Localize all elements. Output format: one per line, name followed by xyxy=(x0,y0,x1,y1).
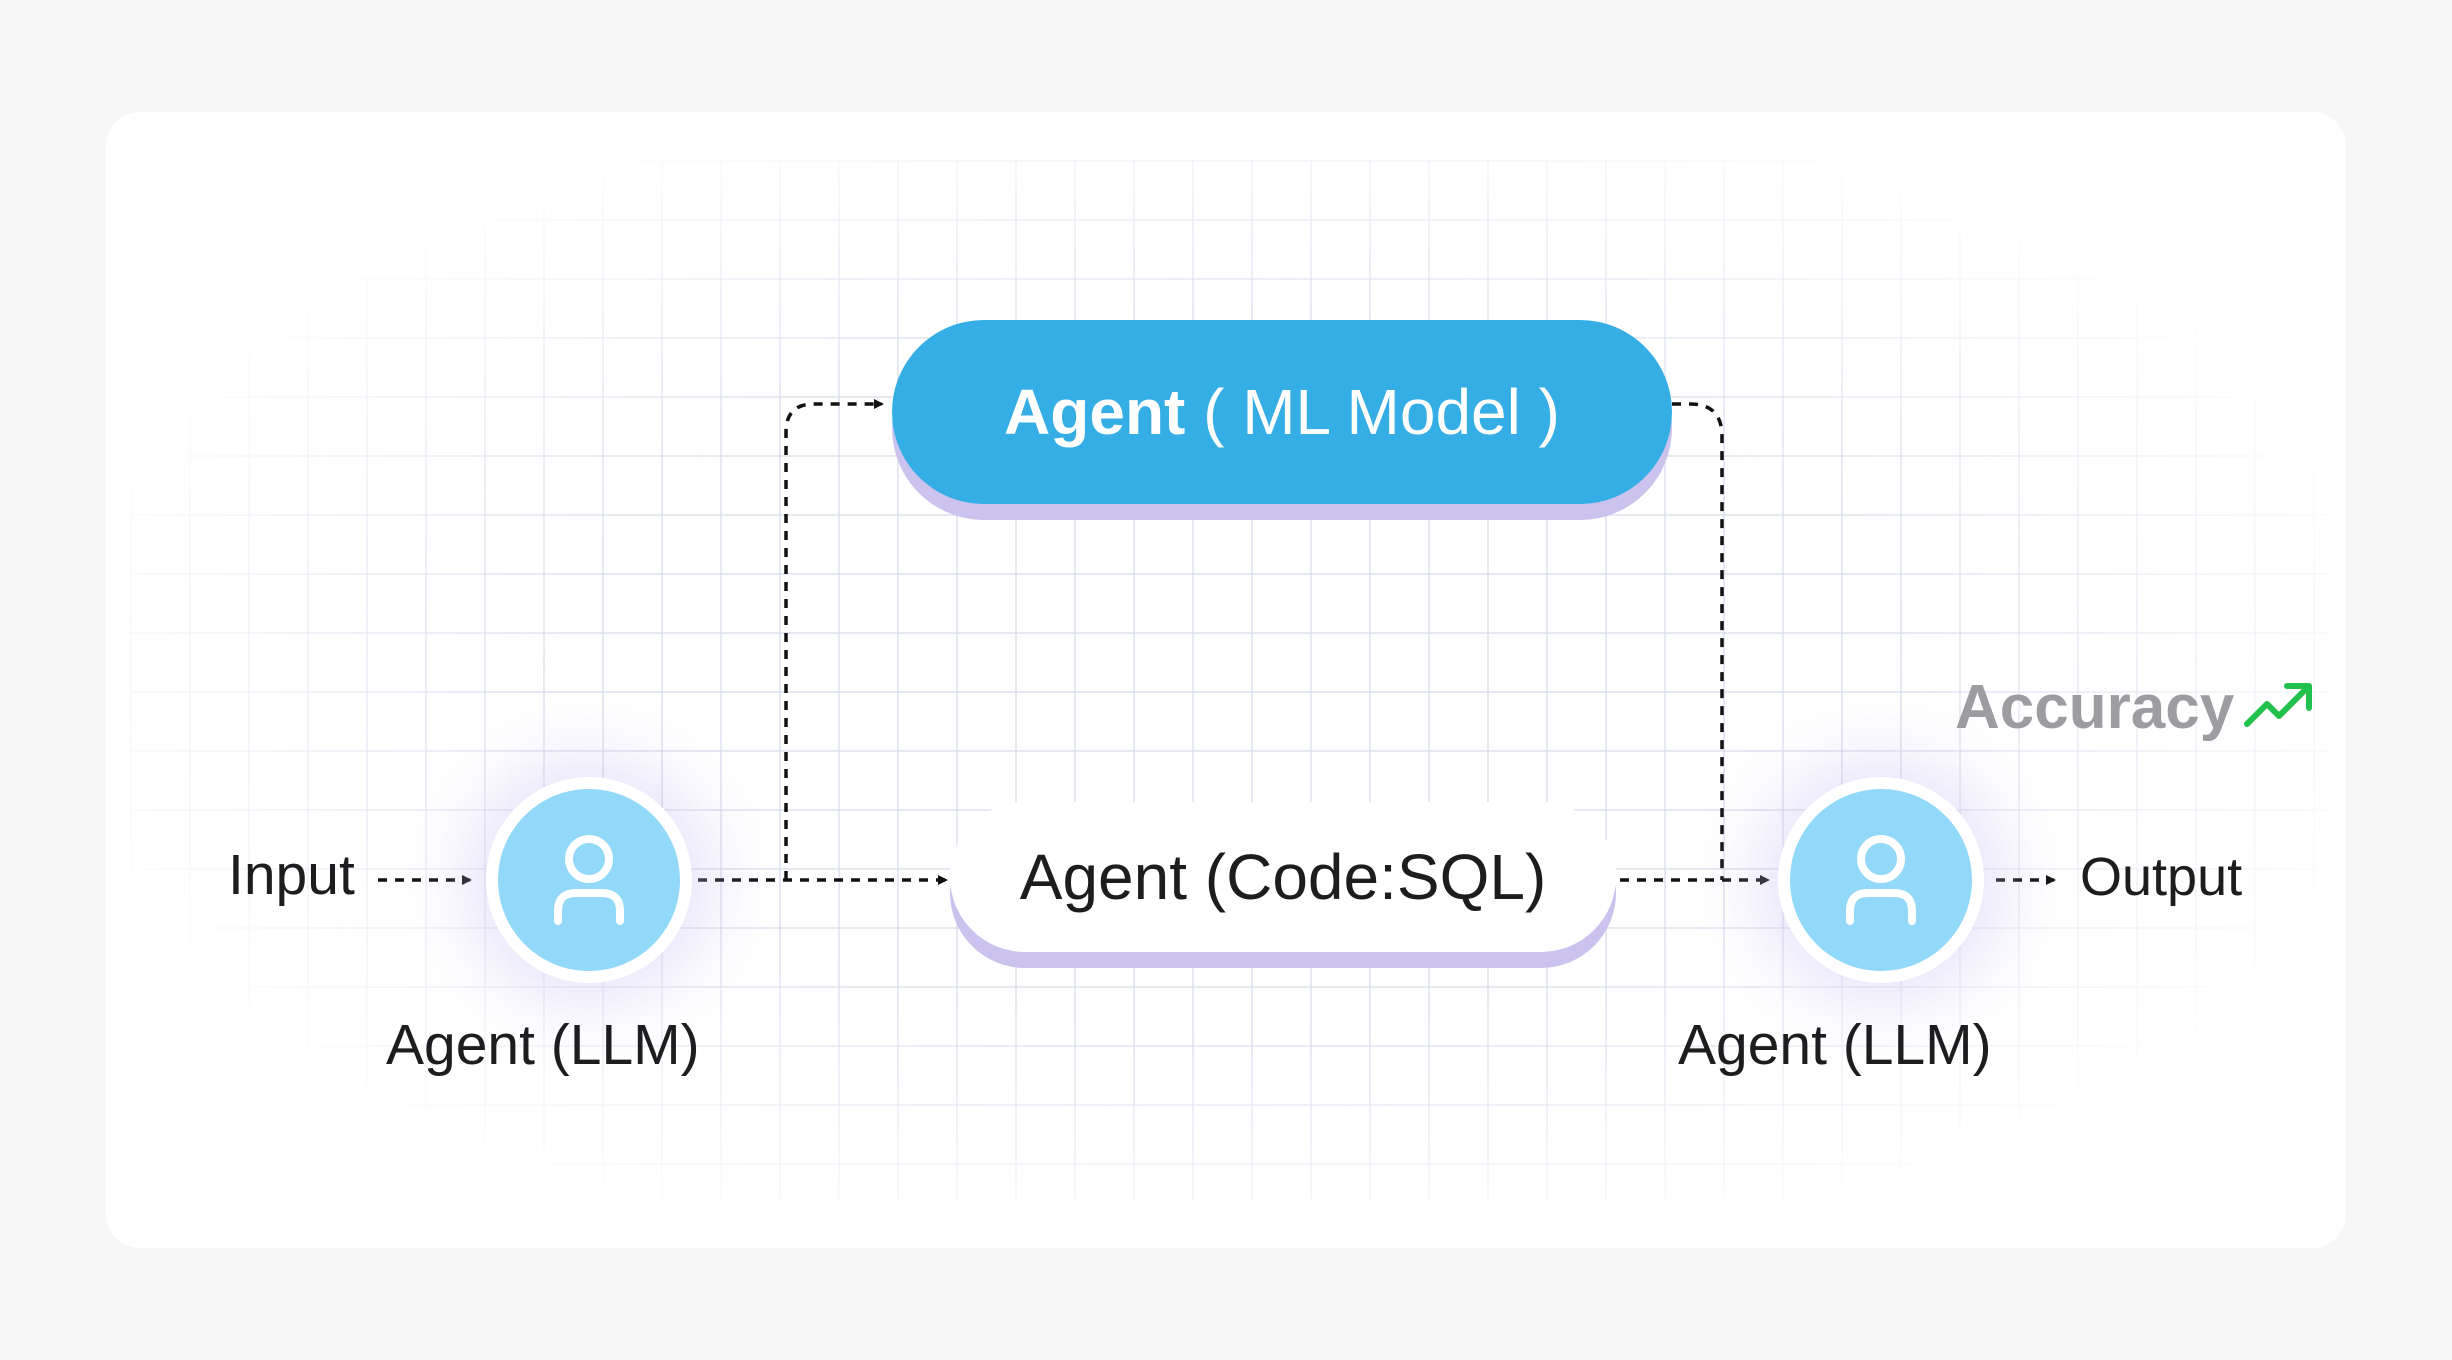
llm-agent-left-avatar xyxy=(486,777,692,983)
sql-agent-node: Agent (Code:SQL) xyxy=(950,802,1616,952)
trend-up-icon xyxy=(2244,683,2312,727)
accuracy-label: Accuracy xyxy=(1955,673,2235,742)
arrow-ml-to-agent xyxy=(1672,402,1724,880)
ml-agent-node: Agent ( ML Model ) xyxy=(892,320,1672,504)
llm-agent-right-avatar xyxy=(1778,777,1984,983)
user-icon xyxy=(554,835,624,925)
user-icon xyxy=(1846,835,1916,925)
ml-agent-title: Agent xyxy=(1004,376,1186,448)
arrow-branch-to-ml xyxy=(784,399,884,880)
llm-agent-right-label: Agent (LLM) xyxy=(1678,1013,1992,1077)
llm-agent-left-label: Agent (LLM) xyxy=(386,1013,700,1077)
ml-agent-subtitle: ( ML Model ) xyxy=(1185,376,1560,448)
output-label: Output xyxy=(2080,847,2243,907)
input-label: Input xyxy=(228,843,355,907)
